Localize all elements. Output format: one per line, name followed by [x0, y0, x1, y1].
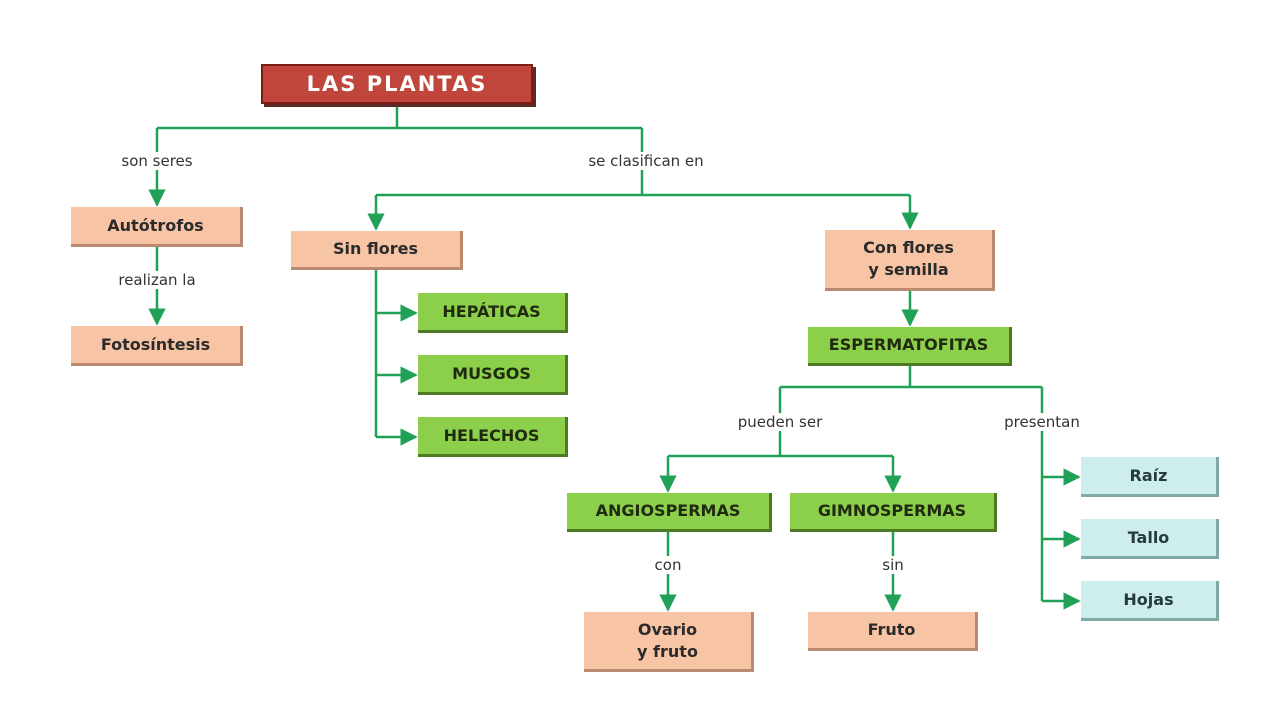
node-con-flores: Con flores y semilla: [825, 230, 995, 291]
node-angiospermas: ANGIOSPERMAS: [567, 493, 772, 532]
node-sin-flores: Sin flores: [291, 231, 463, 270]
label-con: con: [651, 556, 685, 574]
node-musgos: MUSGOS: [418, 355, 568, 395]
label-se-clasifican-en: se clasifican en: [585, 152, 707, 170]
node-ovario-fruto: Ovario y fruto: [584, 612, 754, 672]
node-las-plantas: LAS PLANTAS: [261, 64, 533, 104]
node-espermatofitas: ESPERMATOFITAS: [808, 327, 1012, 366]
label-son-seres: son seres: [118, 152, 196, 170]
node-fotosintesis: Fotosíntesis: [71, 326, 243, 366]
node-tallo: Tallo: [1081, 519, 1219, 559]
label-sin: sin: [879, 556, 907, 574]
node-helechos: HELECHOS: [418, 417, 568, 457]
label-presentan: presentan: [1001, 413, 1083, 431]
node-raiz: Raíz: [1081, 457, 1219, 497]
node-hepaticas: HEPÁTICAS: [418, 293, 568, 333]
node-autotrofos: Autótrofos: [71, 207, 243, 247]
node-gimnospermas: GIMNOSPERMAS: [790, 493, 997, 532]
label-pueden-ser: pueden ser: [734, 413, 826, 431]
node-hojas: Hojas: [1081, 581, 1219, 621]
label-realizan-la: realizan la: [115, 271, 199, 289]
node-fruto: Fruto: [808, 612, 978, 651]
